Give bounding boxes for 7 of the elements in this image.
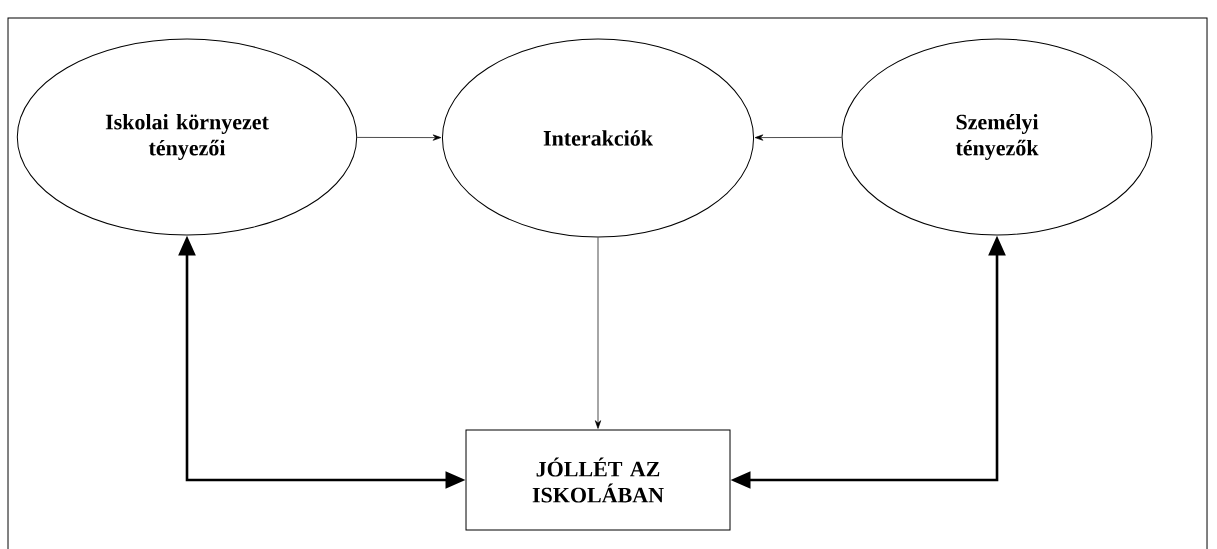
arrow <box>594 237 602 429</box>
ellipse-node: Interakciók <box>441 38 755 238</box>
process-box: JÓLLÉT AZ ISKOLÁBAN <box>465 429 731 531</box>
arrow <box>356 134 442 141</box>
arrow <box>754 134 842 141</box>
ellipse-node: Iskolai környezet tényezői <box>16 38 358 236</box>
ellipse-node: Személyi tényezők <box>841 38 1153 236</box>
